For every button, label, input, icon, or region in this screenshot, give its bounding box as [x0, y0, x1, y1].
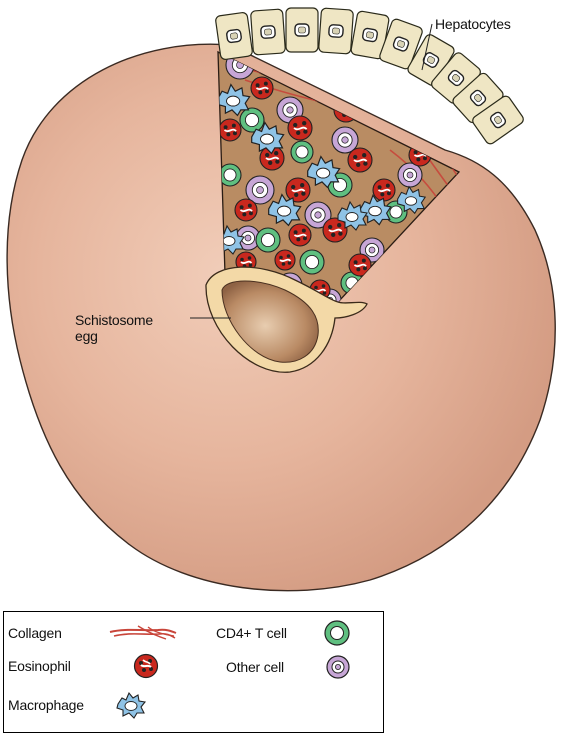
eosinophil — [275, 250, 295, 270]
egg-label-line2: egg — [75, 328, 98, 344]
eosinophil — [288, 116, 312, 140]
eosinophil — [219, 119, 241, 141]
eosinophil — [286, 178, 310, 202]
other-cell — [398, 163, 422, 187]
cd4-t-cell — [300, 250, 324, 274]
eosinophil — [373, 179, 395, 201]
eosinophil — [235, 199, 257, 221]
hepatocyte — [319, 8, 354, 54]
other-cell-icon — [324, 653, 352, 681]
cd4-t-cell — [256, 228, 280, 252]
legend: Collagen Eosinophil Macrophage CD4+ T ce… — [3, 611, 384, 733]
cd4-t-cell — [291, 141, 313, 163]
egg-label-line1: Schistosome — [75, 312, 153, 328]
legend-other-label: Other cell — [226, 659, 284, 675]
cd4-t-cell — [240, 108, 264, 132]
legend-collagen-label: Collagen — [8, 625, 62, 641]
eosinophil — [289, 224, 311, 246]
cd4-t-cell-icon — [322, 618, 352, 648]
hepatocyte — [251, 9, 286, 55]
eosinophil — [348, 148, 372, 172]
legend-cd4-label: CD4+ T cell — [216, 625, 287, 641]
legend-eosinophil-label: Eosinophil — [8, 658, 71, 674]
collagen-icon — [108, 622, 178, 644]
macrophage-icon — [114, 690, 148, 720]
eosinophil-icon — [132, 652, 160, 680]
hepatocyte — [286, 8, 318, 52]
hepatocyte — [215, 12, 253, 60]
hepatocytes-label: Hepatocytes — [435, 16, 511, 32]
cd4-t-cell — [366, 78, 390, 102]
eosinophil — [251, 77, 273, 99]
cd4-t-cell — [219, 164, 241, 186]
legend-macrophage-label: Macrophage — [8, 697, 84, 713]
